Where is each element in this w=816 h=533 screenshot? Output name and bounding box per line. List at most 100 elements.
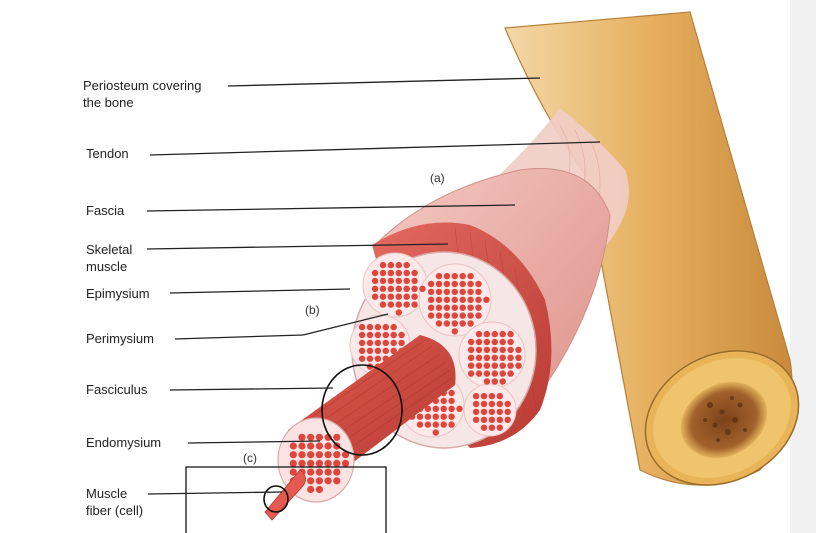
fiber-dot — [515, 355, 521, 361]
fiber-dot — [307, 469, 314, 476]
fiber-dot — [380, 286, 386, 292]
fiber-dot — [467, 289, 473, 295]
fiber-dot — [484, 331, 490, 337]
fiber-dot — [411, 278, 417, 284]
fiber-dot — [404, 278, 410, 284]
fiber-dot — [475, 312, 481, 318]
fiber-dot — [359, 356, 365, 362]
fiber-dot — [391, 332, 397, 338]
fiber-dot — [316, 460, 323, 467]
fiber-dot — [428, 305, 434, 311]
fiber-dot — [481, 401, 487, 407]
label-muscle-fiber: Muscle fiber (cell) — [86, 485, 143, 519]
label-perimysium: Perimysium — [86, 330, 154, 347]
fiber-dot — [375, 356, 381, 362]
label-periosteum: Periosteum covering the bone — [83, 77, 202, 111]
fiber-dot — [481, 417, 487, 423]
fiber-dot — [467, 281, 473, 287]
fiber-dot — [380, 262, 386, 268]
fiber-dot — [515, 363, 521, 369]
fiber-dot — [425, 421, 431, 427]
fiber-dot — [444, 273, 450, 279]
fiber-dot — [359, 340, 365, 346]
fiber-dot — [441, 406, 447, 412]
fiber-dot — [448, 406, 454, 412]
fiber-dot — [492, 347, 498, 353]
fiber-dot — [492, 355, 498, 361]
fiber-dot — [359, 348, 365, 354]
fiber-dot — [396, 309, 402, 315]
fiber-dot — [411, 270, 417, 276]
fiber-dot — [316, 434, 323, 441]
fiber-dot — [290, 460, 297, 467]
fiber-dot — [372, 294, 378, 300]
fiber-dot — [484, 355, 490, 361]
fiber-dot — [448, 421, 454, 427]
fiber-dot — [307, 486, 314, 493]
fiber-dot — [441, 414, 447, 420]
fiber-dot — [468, 355, 474, 361]
fiber-dot — [325, 460, 332, 467]
fiber-dot — [307, 442, 314, 449]
fiber-dot — [475, 289, 481, 295]
fiber-dot — [307, 477, 314, 484]
fiber-dot — [436, 312, 442, 318]
fiber-dot — [333, 451, 340, 458]
fiber-dot — [419, 286, 425, 292]
fiber-dot — [298, 451, 305, 458]
fiber-dot — [468, 339, 474, 345]
fiber-dot — [444, 320, 450, 326]
fiber-dot — [436, 281, 442, 287]
fiber-dot — [467, 273, 473, 279]
fiber-dot — [507, 339, 513, 345]
fiber-dot — [497, 409, 503, 415]
fiber-dot — [460, 320, 466, 326]
fiber-dot — [411, 286, 417, 292]
fiber-dot — [359, 332, 365, 338]
fiber-dot — [460, 289, 466, 295]
fiber-dot — [316, 486, 323, 493]
fiber-dot — [411, 301, 417, 307]
fiber-dot — [473, 393, 479, 399]
fiber-dot — [367, 348, 373, 354]
fiber-dot — [388, 294, 394, 300]
fiber-dot — [398, 332, 404, 338]
fiber-dot — [467, 312, 473, 318]
fiber-dot — [468, 370, 474, 376]
fiber-dot — [507, 363, 513, 369]
fiber-dot — [380, 278, 386, 284]
fiber-dot — [489, 393, 495, 399]
fiber-dot — [505, 409, 511, 415]
fiber-dot — [507, 355, 513, 361]
fiber-dot — [484, 363, 490, 369]
fiber-dot — [367, 324, 373, 330]
fiber-dot — [497, 393, 503, 399]
label-fascia: Fascia — [86, 202, 124, 219]
fiber-dot — [467, 320, 473, 326]
fiber-dot — [372, 278, 378, 284]
fiber-dot — [444, 305, 450, 311]
fiber-dot — [433, 414, 439, 420]
fiber-dot — [473, 417, 479, 423]
fiber-dot — [417, 414, 423, 420]
fiber-dot — [484, 378, 490, 384]
fiber-dot — [375, 348, 381, 354]
fiber-dot — [489, 425, 495, 431]
fiber-dot — [372, 286, 378, 292]
fiber-dot — [500, 347, 506, 353]
tag-c: (c) — [243, 451, 257, 465]
fiber-dot — [476, 363, 482, 369]
fiber-dot — [436, 305, 442, 311]
fiber-dot — [475, 281, 481, 287]
fiber-dot — [473, 401, 479, 407]
fiber-dot — [492, 378, 498, 384]
fiber-dot — [367, 356, 373, 362]
fiber-dot — [433, 406, 439, 412]
fiber-dot — [383, 324, 389, 330]
fiber-dot — [425, 414, 431, 420]
fiber-dot — [476, 339, 482, 345]
fiber-dot — [452, 289, 458, 295]
fiber-dot — [467, 297, 473, 303]
fiber-dot — [333, 469, 340, 476]
label-endomysium: Endomysium — [86, 434, 161, 451]
